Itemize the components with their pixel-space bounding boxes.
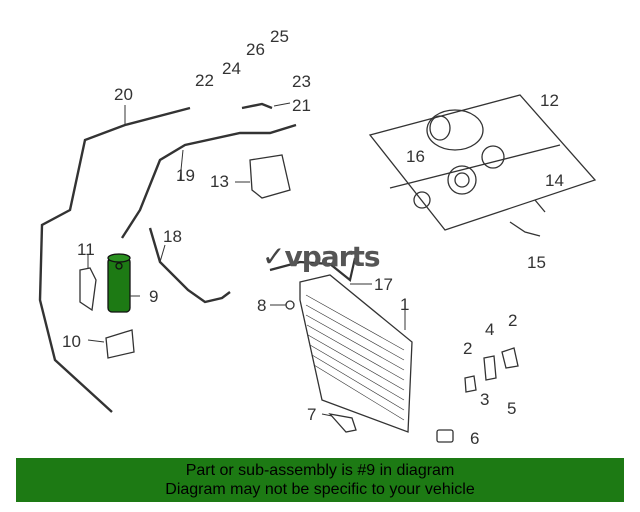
callout-19: 19 xyxy=(176,166,195,185)
receiver-drier-9 xyxy=(107,253,131,313)
callout-7: 7 xyxy=(307,405,317,424)
callout-2b: 2 xyxy=(508,311,518,330)
callout-10: 10 xyxy=(62,332,81,351)
callout-24: 24 xyxy=(222,59,241,78)
callout-18: 18 xyxy=(163,227,182,246)
parts-diagram xyxy=(38,94,597,443)
clamp-10 xyxy=(105,329,135,359)
callout-2a: 2 xyxy=(463,339,473,358)
bracket-13 xyxy=(249,154,291,199)
callout-6: 6 xyxy=(470,429,480,448)
callout-22: 22 xyxy=(195,71,214,90)
bracket-11 xyxy=(79,267,97,312)
callout-20: 20 xyxy=(114,85,133,104)
info-banner: Part or sub-assembly is #9 in diagram Di… xyxy=(16,458,624,502)
callout-11: 11 xyxy=(77,240,95,259)
callout-8: 8 xyxy=(257,296,267,315)
callout-13: 13 xyxy=(210,172,229,191)
hose-17 xyxy=(269,257,357,282)
banner-line-1: Part or sub-assembly is #9 in diagram xyxy=(185,462,455,479)
callout-14: 14 xyxy=(545,171,564,190)
callout-21: 21 xyxy=(292,96,311,115)
hose-20 xyxy=(38,106,191,413)
hose-21 xyxy=(241,102,273,110)
banner-line-2: Diagram may not be specific to your vehi… xyxy=(165,481,475,498)
callout-1: 1 xyxy=(400,295,410,314)
callout-26: 26 xyxy=(246,40,265,59)
condenser-1 xyxy=(299,274,413,433)
compressor-box-12 xyxy=(368,94,597,231)
callout-3: 3 xyxy=(480,390,490,409)
callout-4: 4 xyxy=(485,320,495,339)
vparts-logo: ✓vparts xyxy=(262,240,381,273)
callout-25: 25 xyxy=(270,27,289,46)
callout-12: 12 xyxy=(540,91,559,110)
hose-18 xyxy=(148,227,231,304)
callout-16: 16 xyxy=(406,147,425,166)
callout-5: 5 xyxy=(507,399,517,418)
callout-17: 17 xyxy=(374,275,393,294)
callout-9: 9 xyxy=(149,287,159,306)
callout-15: 15 xyxy=(527,253,546,272)
callout-23: 23 xyxy=(292,72,311,91)
hose-19 xyxy=(120,123,297,239)
